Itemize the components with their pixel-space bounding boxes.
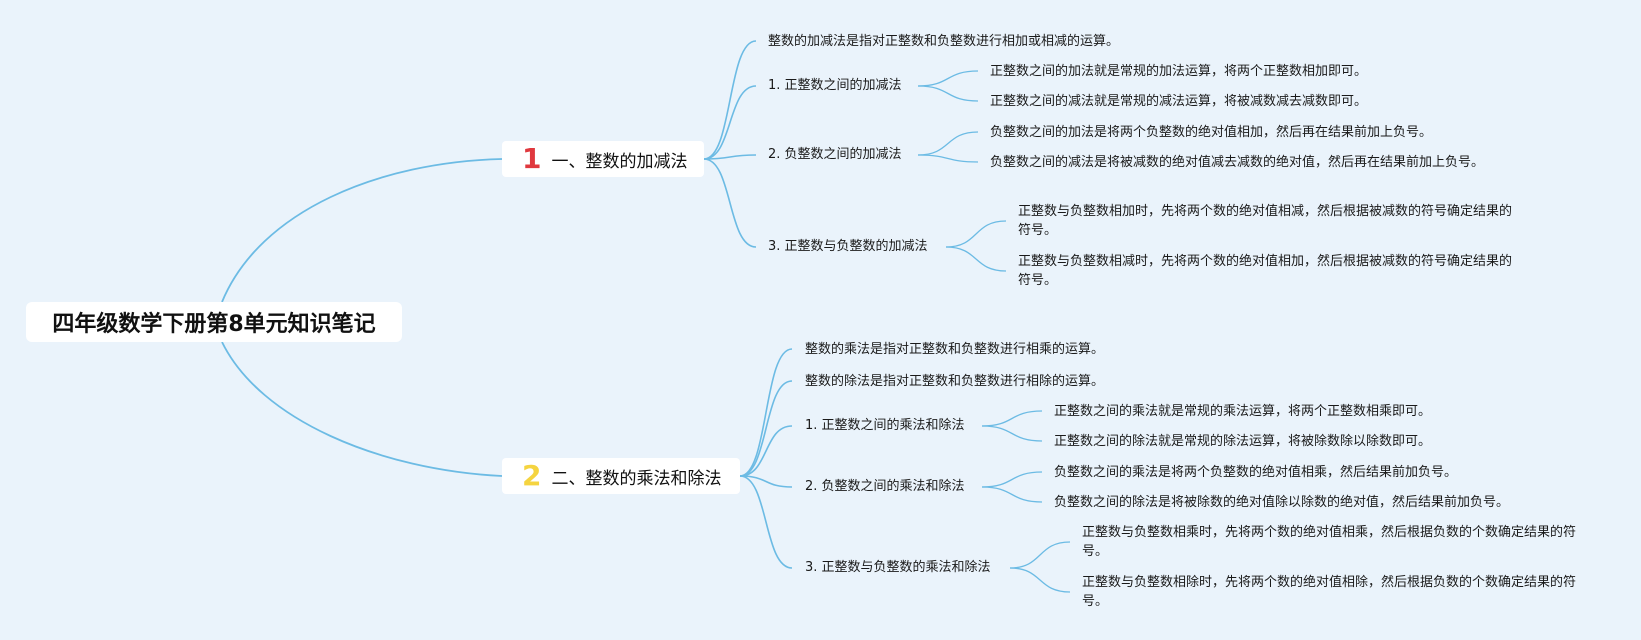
branch-title-1: 一、整数的加减法 (551, 151, 688, 172)
branch2-link-intro1 (739, 348, 793, 477)
root-link-2 (221, 341, 503, 477)
branch2-link-intro2 (739, 380, 793, 477)
intro-leaf: 整数的加减法是指对正整数和负整数进行相加或相减的运算。 (768, 34, 1120, 49)
sub2-2-link-leaf2 (981, 486, 1043, 503)
sub2-3-link-leaf1 (1009, 541, 1071, 569)
number-badge-1: 1 (522, 142, 542, 175)
root-node[interactable]: 四年级数学下册第8单元知识笔记 (26, 302, 402, 342)
branch1-link-sub2 (703, 154, 757, 160)
sub1-3-link-leaf1 (945, 220, 1007, 248)
sub1-2-link-leaf1 (917, 131, 979, 156)
leaf-1-2-1: 负整数之间的加法是将两个负整数的绝对值相加，然后再在结果前加上负号。 (990, 125, 1433, 140)
branch2-link-sub3 (739, 475, 793, 569)
sub-topic-2-2[interactable]: 2. 负整数之间的乘法和除法 (805, 479, 965, 494)
leaf-2-1-1: 正整数之间的乘法就是常规的乘法运算，将两个正整数相乘即可。 (1054, 404, 1432, 419)
sub-topic-1-3[interactable]: 3. 正整数与负整数的加减法 (768, 239, 928, 254)
leaf-2-2-2: 负整数之间的除法是将被除数的绝对值除以除数的绝对值，然后结果前加负号。 (1054, 495, 1510, 510)
branch-title-2: 二、整数的乘法和除法 (551, 468, 722, 489)
sub2-2-link-leaf1 (981, 471, 1043, 488)
sub2-1-link-leaf2 (981, 425, 1043, 442)
sub-topic-1-1[interactable]: 1. 正整数之间的加减法 (768, 78, 902, 93)
branch1-link-sub3 (703, 158, 757, 248)
sub1-1-link-leaf2 (917, 85, 979, 102)
sub1-1-link-leaf1 (917, 70, 979, 87)
branch2-link-sub2 (739, 475, 793, 488)
sub-topic-1-2[interactable]: 2. 负整数之间的加减法 (768, 147, 902, 162)
sub1-3-link-leaf2 (945, 246, 1007, 272)
sub1-2-link-leaf2 (917, 154, 979, 163)
leaf-2-2-1: 负整数之间的乘法是将两个负整数的绝对值相乘，然后结果前加负号。 (1054, 465, 1458, 480)
branch2-link-sub1 (739, 425, 793, 477)
sub-topic-2-3[interactable]: 3. 正整数与负整数的乘法和除法 (805, 560, 991, 575)
intro-leaf-2: 整数的除法是指对正整数和负整数进行相除的运算。 (805, 374, 1105, 389)
leaf-2-3-1: 正整数与负整数相乘时，先将两个数的绝对值相乘，然后根据负数的个数确定结果的符号。 (1082, 525, 1577, 559)
branch-node-1[interactable]: 1 一、整数的加减法 (502, 141, 704, 177)
root-title: 四年级数学下册第8单元知识笔记 (52, 312, 376, 337)
leaf-1-1-1: 正整数之间的加法就是常规的加法运算，将两个正整数相加即可。 (990, 64, 1368, 79)
number-badge-2: 2 (522, 459, 542, 492)
leaf-1-1-2: 正整数之间的减法就是常规的减法运算，将被减数减去减数即可。 (990, 94, 1368, 109)
branch1-link-sub1 (703, 85, 757, 160)
sub2-1-link-leaf1 (981, 410, 1043, 427)
leaf-1-3-2: 正整数与负整数相减时，先将两个数的绝对值相加，然后根据被减数的符号确定结果的符号… (1018, 254, 1513, 288)
sub-topic-2-1[interactable]: 1. 正整数之间的乘法和除法 (805, 418, 965, 433)
leaf-2-3-2: 正整数与负整数相除时，先将两个数的绝对值相除，然后根据负数的个数确定结果的符号。 (1082, 575, 1577, 609)
leaf-2-1-2: 正整数之间的除法就是常规的除法运算，将被除数除以除数即可。 (1054, 434, 1432, 449)
intro-leaf-1: 整数的乘法是指对正整数和负整数进行相乘的运算。 (805, 342, 1105, 357)
leaf-1-2-2: 负整数之间的减法是将被减数的绝对值减去减数的绝对值，然后再在结果前加上负号。 (990, 155, 1485, 170)
branch1-link-intro (703, 40, 757, 160)
leaf-1-3-1: 正整数与负整数相加时，先将两个数的绝对值相减，然后根据被减数的符号确定结果的符号… (1018, 204, 1513, 238)
root-link-1 (221, 158, 503, 303)
sub2-3-link-leaf2 (1009, 567, 1071, 593)
branch-node-2[interactable]: 2 二、整数的乘法和除法 (502, 458, 740, 494)
